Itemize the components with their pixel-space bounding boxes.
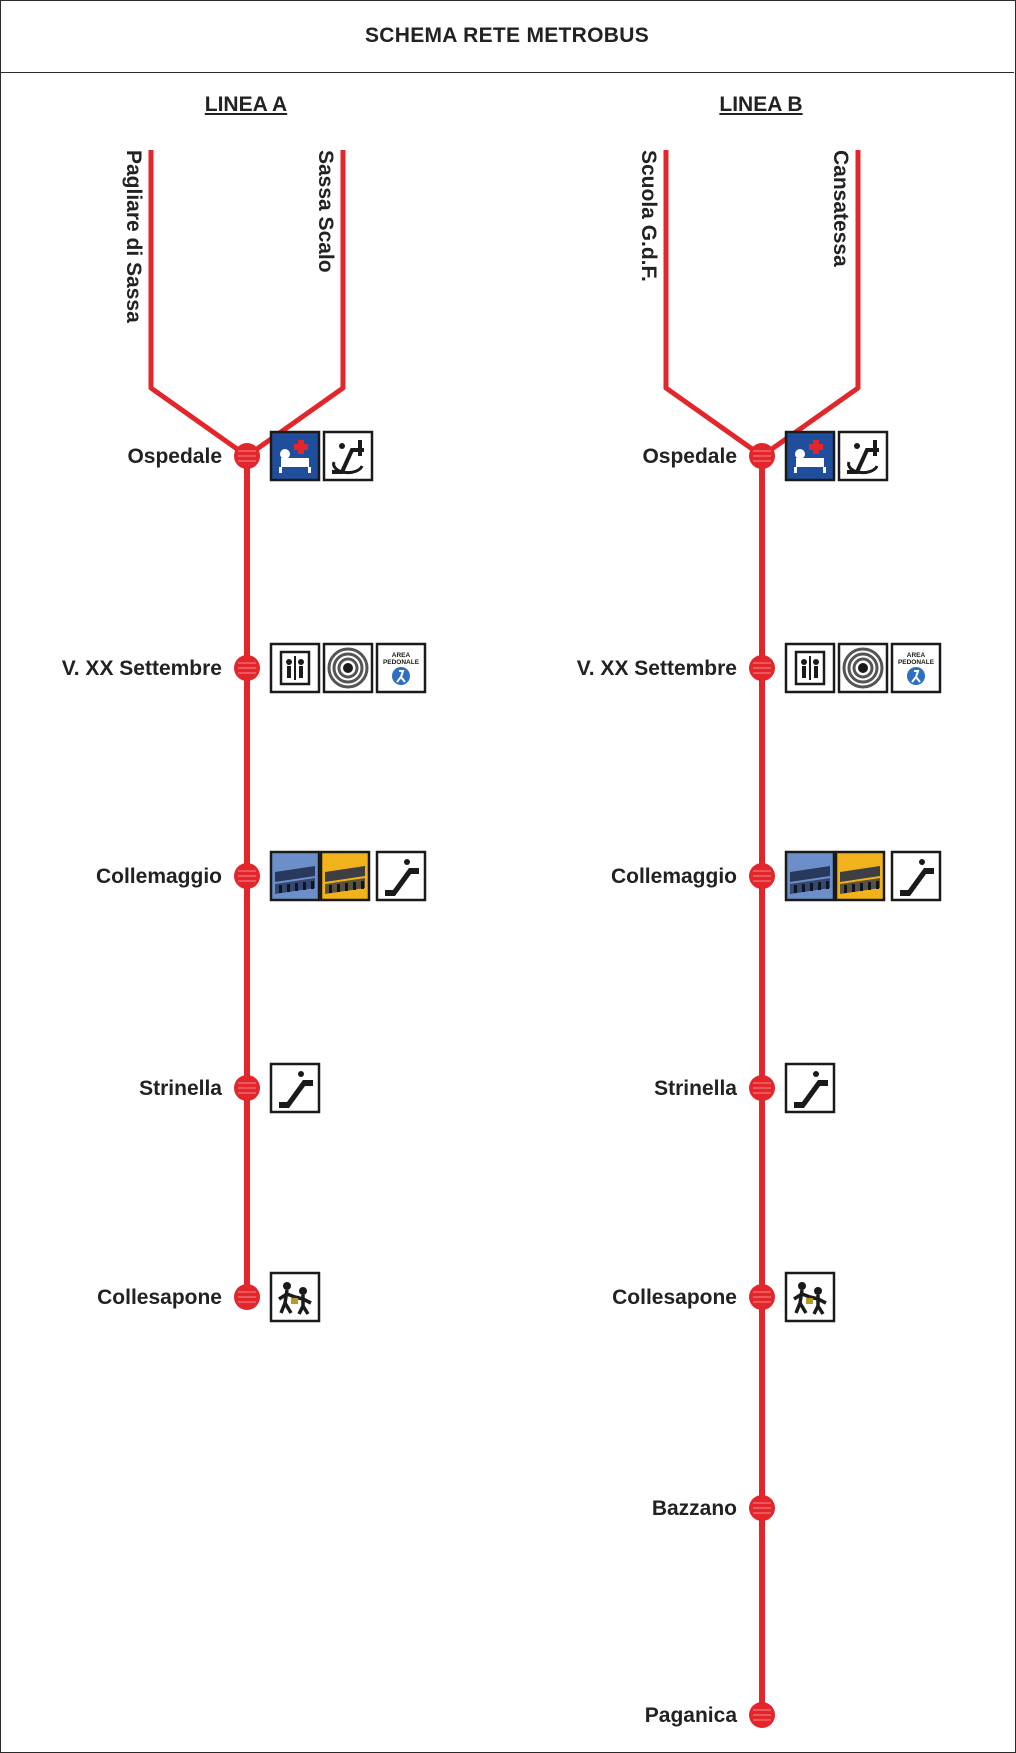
hospital-icon <box>784 430 836 482</box>
stop-label: V. XX Settembre <box>62 657 222 680</box>
station-stop: Strinella <box>139 1062 321 1114</box>
hospital-icon <box>269 430 321 482</box>
station-stop: Collemaggio <box>611 850 942 902</box>
escalator-lift-icon <box>322 430 374 482</box>
escalator-icon <box>784 1062 836 1114</box>
basilica-yellow-icon <box>834 850 886 902</box>
station-stop: Collemaggio <box>96 850 427 902</box>
stop-label: Collesapone <box>97 1286 222 1309</box>
elevator-icon <box>269 642 321 694</box>
svg-text:AREA: AREA <box>392 652 411 659</box>
stop-label: Bazzano <box>652 1497 737 1520</box>
elevator-icon <box>784 642 836 694</box>
stop-label: Collesapone <box>612 1286 737 1309</box>
svg-text:AREA: AREA <box>907 652 926 659</box>
stop-label: Strinella <box>139 1077 222 1100</box>
svg-text:PEDONALE: PEDONALE <box>383 659 420 666</box>
station-stop: Ospedale <box>127 430 374 482</box>
page-title: SCHEMA RETE METROBUS <box>364 24 650 47</box>
stop-label: Collemaggio <box>611 865 737 888</box>
station-stop: Collesapone <box>612 1271 836 1323</box>
stop-label: V. XX Settembre <box>577 657 737 680</box>
branch-label-left: Scuola G.d.F. <box>637 150 660 282</box>
stop-label: Paganica <box>645 1704 738 1727</box>
branch-label-right: Cansatessa <box>829 150 852 267</box>
escalator-icon <box>890 850 942 902</box>
roundabout-icon <box>322 642 374 694</box>
station-stop: Collesapone <box>97 1271 321 1323</box>
station-stop: Strinella <box>654 1062 836 1114</box>
branch-line-left <box>148 150 249 459</box>
line-b-title: LINEA B <box>719 93 803 116</box>
stop-label: Ospedale <box>642 445 737 468</box>
branch-line-left <box>663 150 764 459</box>
basilica-blue-icon <box>269 850 321 902</box>
branch-label-right: Sassa Scalo <box>314 150 337 273</box>
escalator-icon <box>375 850 427 902</box>
stop-label: Ospedale <box>127 445 222 468</box>
station-stop: Paganica <box>645 1702 775 1728</box>
station-stop: Bazzano <box>652 1495 775 1521</box>
roundabout-icon <box>837 642 889 694</box>
basilica-blue-icon <box>784 850 836 902</box>
school-children-icon <box>269 1271 321 1323</box>
header-bar: SCHEMA RETE METROBUS <box>0 0 1014 73</box>
basilica-yellow-icon <box>319 850 371 902</box>
school-children-icon <box>784 1271 836 1323</box>
stop-label: Strinella <box>654 1077 737 1100</box>
escalator-lift-icon <box>837 430 889 482</box>
escalator-icon <box>269 1062 321 1114</box>
line-a-title: LINEA A <box>204 93 288 116</box>
stop-label: Collemaggio <box>96 865 222 888</box>
station-stop: Ospedale <box>642 430 889 482</box>
svg-text:PEDONALE: PEDONALE <box>898 659 935 666</box>
branch-label-left: Pagliare di Sassa <box>122 150 145 323</box>
